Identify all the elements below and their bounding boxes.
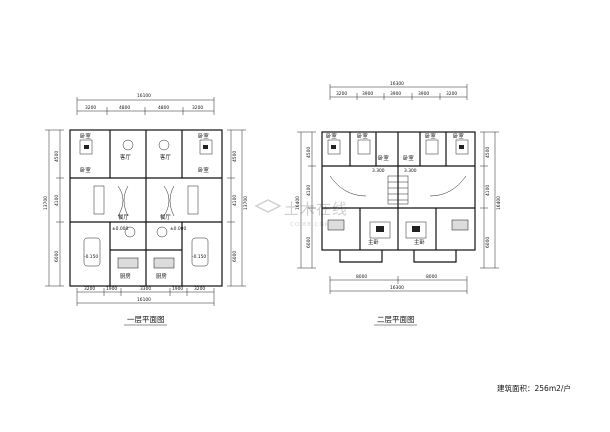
plan2-bottom-total: 16300 xyxy=(390,285,404,291)
plan2-room-6: 卧室 xyxy=(453,132,464,140)
plan1-room-8: 餐厅 xyxy=(160,213,171,221)
plan1-level-3: -0.150 xyxy=(84,254,98,260)
plan2-top-total: 16300 xyxy=(390,81,404,87)
plan2-left-ticks xyxy=(297,131,316,269)
plan1-left-ticks xyxy=(45,129,64,287)
plan2-room-2: 卧室 xyxy=(357,132,368,140)
plan1-caption: 一层平面图 xyxy=(127,315,165,324)
plan1-room-1: 卧室 xyxy=(80,132,91,140)
plan1-furniture xyxy=(79,139,213,269)
plan2-bottom-dim-1: 8000 xyxy=(356,274,367,280)
plan1-right-dim-2: 4100 xyxy=(232,195,238,206)
plan2-upper-floor: 16300 3200 3900 3900 3900 3200 16400 450… xyxy=(295,81,502,326)
watermark-logo-icon xyxy=(254,199,282,213)
plan1-level-1: ±0.000 xyxy=(112,226,128,232)
plan1-bottom-dim-4: 1900 xyxy=(172,286,183,292)
plan1-walls xyxy=(69,129,223,287)
plan1-bottom-dim-3: 3300 xyxy=(140,286,151,292)
plan1-room-6: 卧室 xyxy=(198,166,209,174)
plan1-room-9: 厨房 xyxy=(120,272,131,280)
plan1-top-total: 16100 xyxy=(137,93,151,99)
plan2-right-ticks xyxy=(480,131,499,269)
plan2-left-dim-3: 6000 xyxy=(306,237,312,248)
plan2-top-dim-4: 3900 xyxy=(418,91,429,97)
plan2-furniture xyxy=(327,139,469,239)
plan2-right-dim-2: 4100 xyxy=(485,185,491,196)
plan2-room-5: 卧室 xyxy=(425,132,436,140)
plan1-bottom-ticks xyxy=(76,288,215,306)
plan1-right-total: 13700 xyxy=(243,196,249,210)
plan2-room-7: 主卧 xyxy=(368,238,379,246)
plan2-level-2: 3.300 xyxy=(404,168,417,174)
plan2-room-3: 卧室 xyxy=(378,154,389,162)
plan2-top-dim-5: 3200 xyxy=(446,91,457,97)
plan2-walls xyxy=(321,131,476,263)
watermark-main: 土木在线 xyxy=(284,200,348,218)
plan1-bottom-dim-1: 3200 xyxy=(84,286,95,292)
plan2-top-dim-2: 3900 xyxy=(362,91,373,97)
plan1-left-dim-1: 4500 xyxy=(54,151,60,162)
plan1-room-3: 客厅 xyxy=(120,153,131,161)
plan2-right-dim-1: 4500 xyxy=(485,147,491,158)
plan1-level-2: ±0.000 xyxy=(170,226,186,232)
plan2-room-1: 卧室 xyxy=(326,132,337,140)
plan1-room-4: 客厅 xyxy=(160,153,171,161)
plan1-top-dim-3: 4800 xyxy=(158,105,169,111)
area-note: 建筑面积：256m2/户 xyxy=(497,383,571,393)
plan1-bottom-dim-2: 1900 xyxy=(106,286,117,292)
plan2-caption: 二层平面图 xyxy=(377,315,415,324)
plan2-bottom-dim-2: 8000 xyxy=(426,274,437,280)
plan1-right-dim-1: 4500 xyxy=(232,151,238,162)
plan1-room-2: 卧室 xyxy=(198,132,209,140)
plan1-bottom-total: 16100 xyxy=(137,297,151,303)
plan2-bottom-ticks xyxy=(329,276,468,294)
plan1-left-total: 13700 xyxy=(43,196,49,210)
plan2-room-8: 主卧 xyxy=(414,238,425,246)
plan1-bottom-dim-5: 3200 xyxy=(194,286,205,292)
watermark: 土木在线 COI88.COM xyxy=(254,199,348,228)
plan2-top-ticks xyxy=(329,84,468,100)
plan1-right-dim-3: 6000 xyxy=(232,251,238,262)
plan1-ground-floor: 16100 3200 4800 4800 3200 13700 4500 410… xyxy=(43,93,249,326)
plan2-room-4: 卧室 xyxy=(403,154,414,162)
plan2-top-dim-1: 3200 xyxy=(336,91,347,97)
plan1-room-5: 卧室 xyxy=(80,166,91,174)
plan2-left-total: 16400 xyxy=(295,196,301,210)
plan1-top-dim-1: 3200 xyxy=(85,105,96,111)
plan1-left-dim-2: 4100 xyxy=(54,195,60,206)
plan2-top-dim-3: 3900 xyxy=(390,91,401,97)
plan2-level-1: 3.300 xyxy=(372,168,385,174)
plan2-right-dim-3: 6000 xyxy=(485,237,491,248)
plan1-room-7: 餐厅 xyxy=(118,213,129,221)
plan2-left-dim-1: 4500 xyxy=(306,147,312,158)
plan1-right-ticks xyxy=(227,129,246,287)
plan1-top-dim-2: 4800 xyxy=(119,105,130,111)
plan1-left-dim-3: 6000 xyxy=(54,251,60,262)
plan1-top-dim-4: 3200 xyxy=(192,105,203,111)
plan1-top-ticks xyxy=(76,97,215,115)
plan2-right-total: 16400 xyxy=(496,196,502,210)
plan1-room-10: 厨房 xyxy=(156,272,167,280)
plan1-level-4: -0.150 xyxy=(192,254,206,260)
watermark-sub: COI88.COM xyxy=(290,222,330,228)
plan2-left-dim-2: 4100 xyxy=(306,185,312,196)
